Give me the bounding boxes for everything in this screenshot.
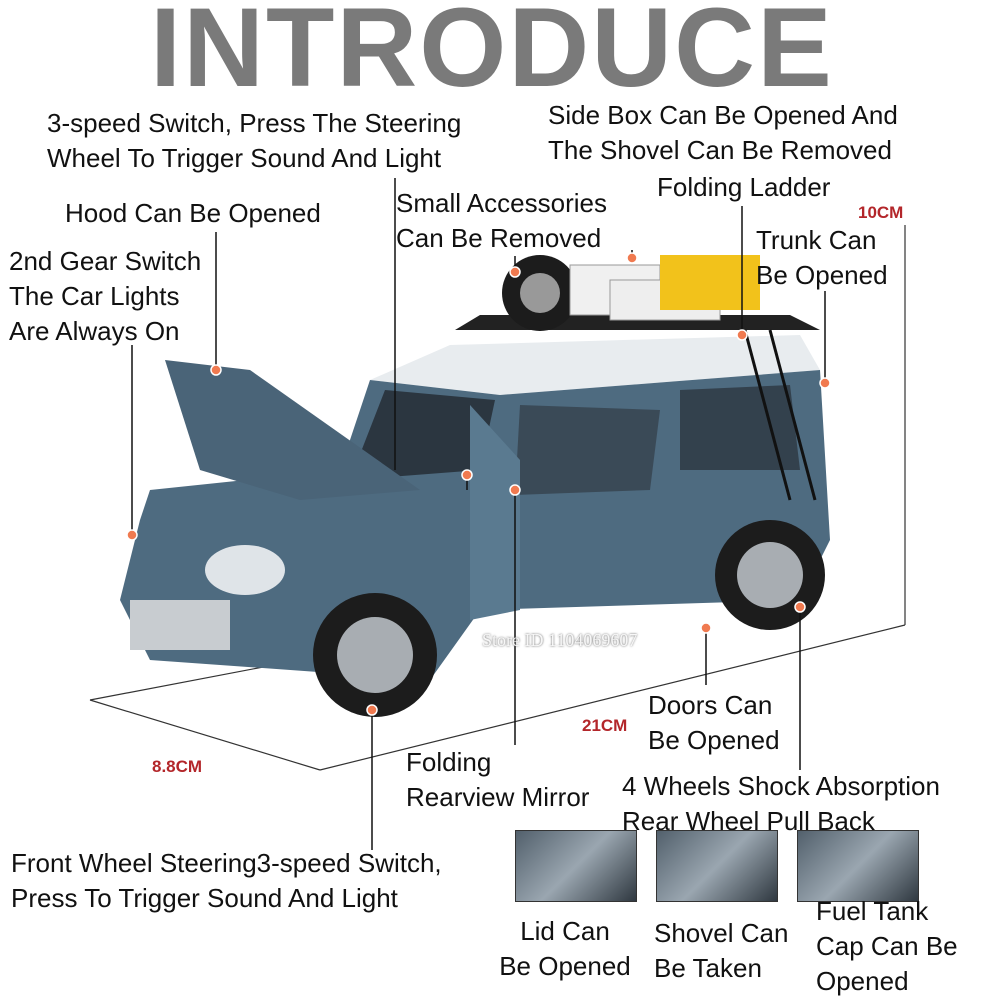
- dimension-height: 10CM: [858, 203, 904, 222]
- label-line: Opened: [816, 966, 909, 996]
- label-line: Lid Can: [520, 916, 610, 946]
- label-line: Folding: [406, 747, 492, 777]
- label-shovel: Shovel Can Be Taken: [654, 916, 788, 986]
- label-line: Be Taken: [654, 953, 762, 983]
- label-line: The Shovel Can Be Removed: [548, 135, 892, 165]
- car-image: [120, 255, 830, 717]
- page-title: INTRODUCE: [150, 0, 834, 110]
- watermark: Store ID 1104069607: [482, 630, 638, 650]
- label-folding-ladder: Folding Ladder: [657, 172, 831, 202]
- dimension-width: 8.8CM: [152, 757, 203, 776]
- label-line: 3-speed Switch, Press The Steering: [47, 108, 462, 138]
- label-line: Wheel To Trigger Sound And Light: [47, 143, 442, 173]
- dimension-length: 21CM: [582, 716, 628, 735]
- label-line: Can Be Removed: [396, 223, 602, 253]
- label-line: 4 Wheels Shock Absorption: [622, 771, 940, 801]
- lid-detail-image: [515, 830, 637, 902]
- label-line: Side Box Can Be Opened And: [548, 100, 898, 130]
- label-line: The Car Lights: [9, 281, 180, 311]
- label-doors: Doors Can Be Opened: [648, 688, 780, 758]
- label-line: Fuel Tank: [816, 896, 929, 926]
- fuel-cap-detail-image: [797, 830, 919, 902]
- label-line: 2nd Gear Switch: [9, 246, 202, 276]
- label-line: Shovel Can: [654, 918, 789, 948]
- label-lid: Lid Can Be Opened: [490, 914, 640, 984]
- label-line: Are Always On: [9, 316, 180, 346]
- label-line: Front Wheel Steering3-speed Switch,: [11, 848, 442, 878]
- label-line: Rearview Mirror: [406, 782, 590, 812]
- hotspot-dots: [126, 252, 831, 716]
- label-line: Be Opened: [499, 951, 631, 981]
- dimension-lines: [89, 225, 906, 771]
- label-trunk: Trunk Can Be Opened: [756, 223, 888, 293]
- label-line: Be Opened: [648, 725, 780, 755]
- label-line: Cap Can Be: [816, 931, 958, 961]
- label-line: Trunk Can: [756, 225, 877, 255]
- label-hood: Hood Can Be Opened: [65, 198, 321, 228]
- leader-lines: [131, 178, 826, 850]
- label-line: Doors Can: [648, 690, 773, 720]
- label-line: Be Opened: [756, 260, 888, 290]
- shovel-detail-image: [656, 830, 778, 902]
- label-line: Small Accessories: [396, 188, 607, 218]
- label-line: Press To Trigger Sound And Light: [11, 883, 398, 913]
- label-front-wheel: Front Wheel Steering3-speed Switch, Press…: [11, 846, 442, 916]
